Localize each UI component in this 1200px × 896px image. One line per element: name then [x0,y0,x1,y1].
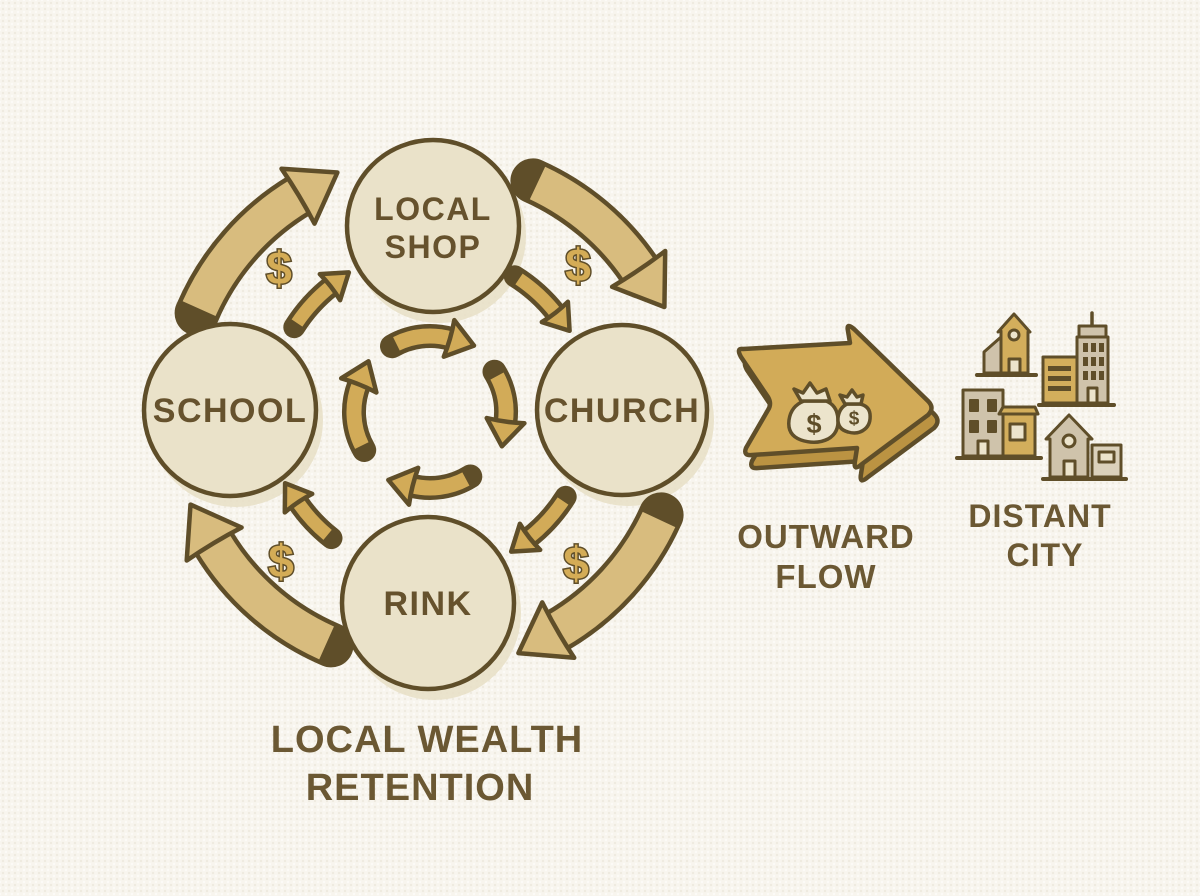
arrowhead [317,270,352,303]
caption-retention-line1: LOCAL WEALTH [271,719,583,761]
arrow-body [547,511,676,647]
node-church [534,322,710,498]
outer-flow-arrow-shop-to-church [510,158,668,310]
door [1007,357,1022,375]
arrowhead [609,248,668,310]
node-labels: LOCAL SHOP SCHOOL CHURCH RINK [153,191,700,623]
dollar-sign-icon: $ [849,409,860,430]
inner-cycle-arrow-bottom [386,464,483,507]
arrowhead [484,415,527,449]
annex-window [1097,450,1116,464]
node-school [141,321,319,499]
node-rink [339,514,517,692]
label-distant-city-line2: CITY [1007,537,1084,573]
dollar-sign-icon: $ [565,239,591,291]
arrow-body [346,380,369,449]
city-building-chapel-icon [975,312,1038,377]
cycle-nodes [141,137,710,692]
arrowhead [539,299,572,334]
label-outward-flow-line2: FLOW [775,558,876,595]
dollar-sign-icon: $ [563,537,589,589]
arrowhead [184,502,244,563]
arrowhead [338,359,379,395]
label-distant-city-line1: DISTANT [968,498,1111,534]
arrow-body [182,179,310,317]
city-buildings-icon [955,311,1128,481]
small-flow-arrow-rink-to-school [282,480,343,550]
church-label: CHURCH [544,392,700,430]
node-local-shop [344,137,522,315]
money-bag-small [836,402,872,435]
round-window [1007,328,1021,342]
apartment-windows [969,399,997,433]
arrow-face [736,323,934,470]
annex-window [1008,422,1027,442]
outer-flow-arrow-school-to-shop [174,166,340,336]
outward-flow-arrow: $ $ [736,323,940,483]
small-flow-arrow-church-to-rink [508,485,577,554]
local-shop-label-line1: LOCAL [374,191,492,227]
inner-cycle-arrow-right [482,359,527,449]
money-bag-small-tie [838,388,865,406]
arrowhead [441,317,477,359]
arrowhead [279,166,340,226]
tower-roof [1077,324,1108,339]
money-bag-large-tie [792,381,832,403]
captions: LOCAL WEALTH RETENTION OUTWARD FLOW DIST… [271,498,1111,809]
arrow-body [393,328,453,351]
arrowhead [282,480,315,515]
arrowhead [508,521,543,554]
outer-flow-arrow-rink-to-school [184,502,354,668]
dollar-sign-icon: $ [268,535,294,587]
arrowhead [386,465,421,507]
door [1062,459,1077,479]
small-flow-arrow-school-to-shop [283,270,352,339]
school-label: SCHOOL [153,392,307,430]
tower-door [1086,386,1099,405]
midrise-windows [1048,366,1071,391]
tower-windows [1083,343,1104,380]
arrow-body [197,532,335,660]
caption-retention-line2: RETENTION [306,767,535,809]
local-shop-label-line2: SHOP [385,229,482,265]
arrowhead [516,600,577,661]
gable-body [996,312,1032,375]
label-outward-flow-line1: OUTWARD [737,518,914,555]
outer-flow-arrow-church-to-rink [516,492,684,661]
city-building-tower-icon [1037,311,1116,407]
rink-label: RINK [383,585,472,623]
circular-flow-arrows-icon [174,158,684,668]
dollar-sign-icon: $ [266,242,292,294]
dollar-sign-icon: $ [806,409,821,439]
door [976,439,990,458]
city-building-house-icon [1041,413,1128,481]
round-window [1061,433,1077,449]
arrow-body [529,166,655,281]
lean-to [982,335,1003,375]
inner-cycle-arrow-top [380,317,477,359]
city-building-apartment-icon [955,388,1043,460]
money-bags-icon [787,381,872,444]
small-flow-arrow-shop-to-church [503,265,572,334]
ring-dollar-signs: $ $ $ $ [265,238,593,591]
arrow-body [490,372,514,424]
inner-cycle-arrow-left [338,359,379,462]
arrow-body [409,472,470,496]
